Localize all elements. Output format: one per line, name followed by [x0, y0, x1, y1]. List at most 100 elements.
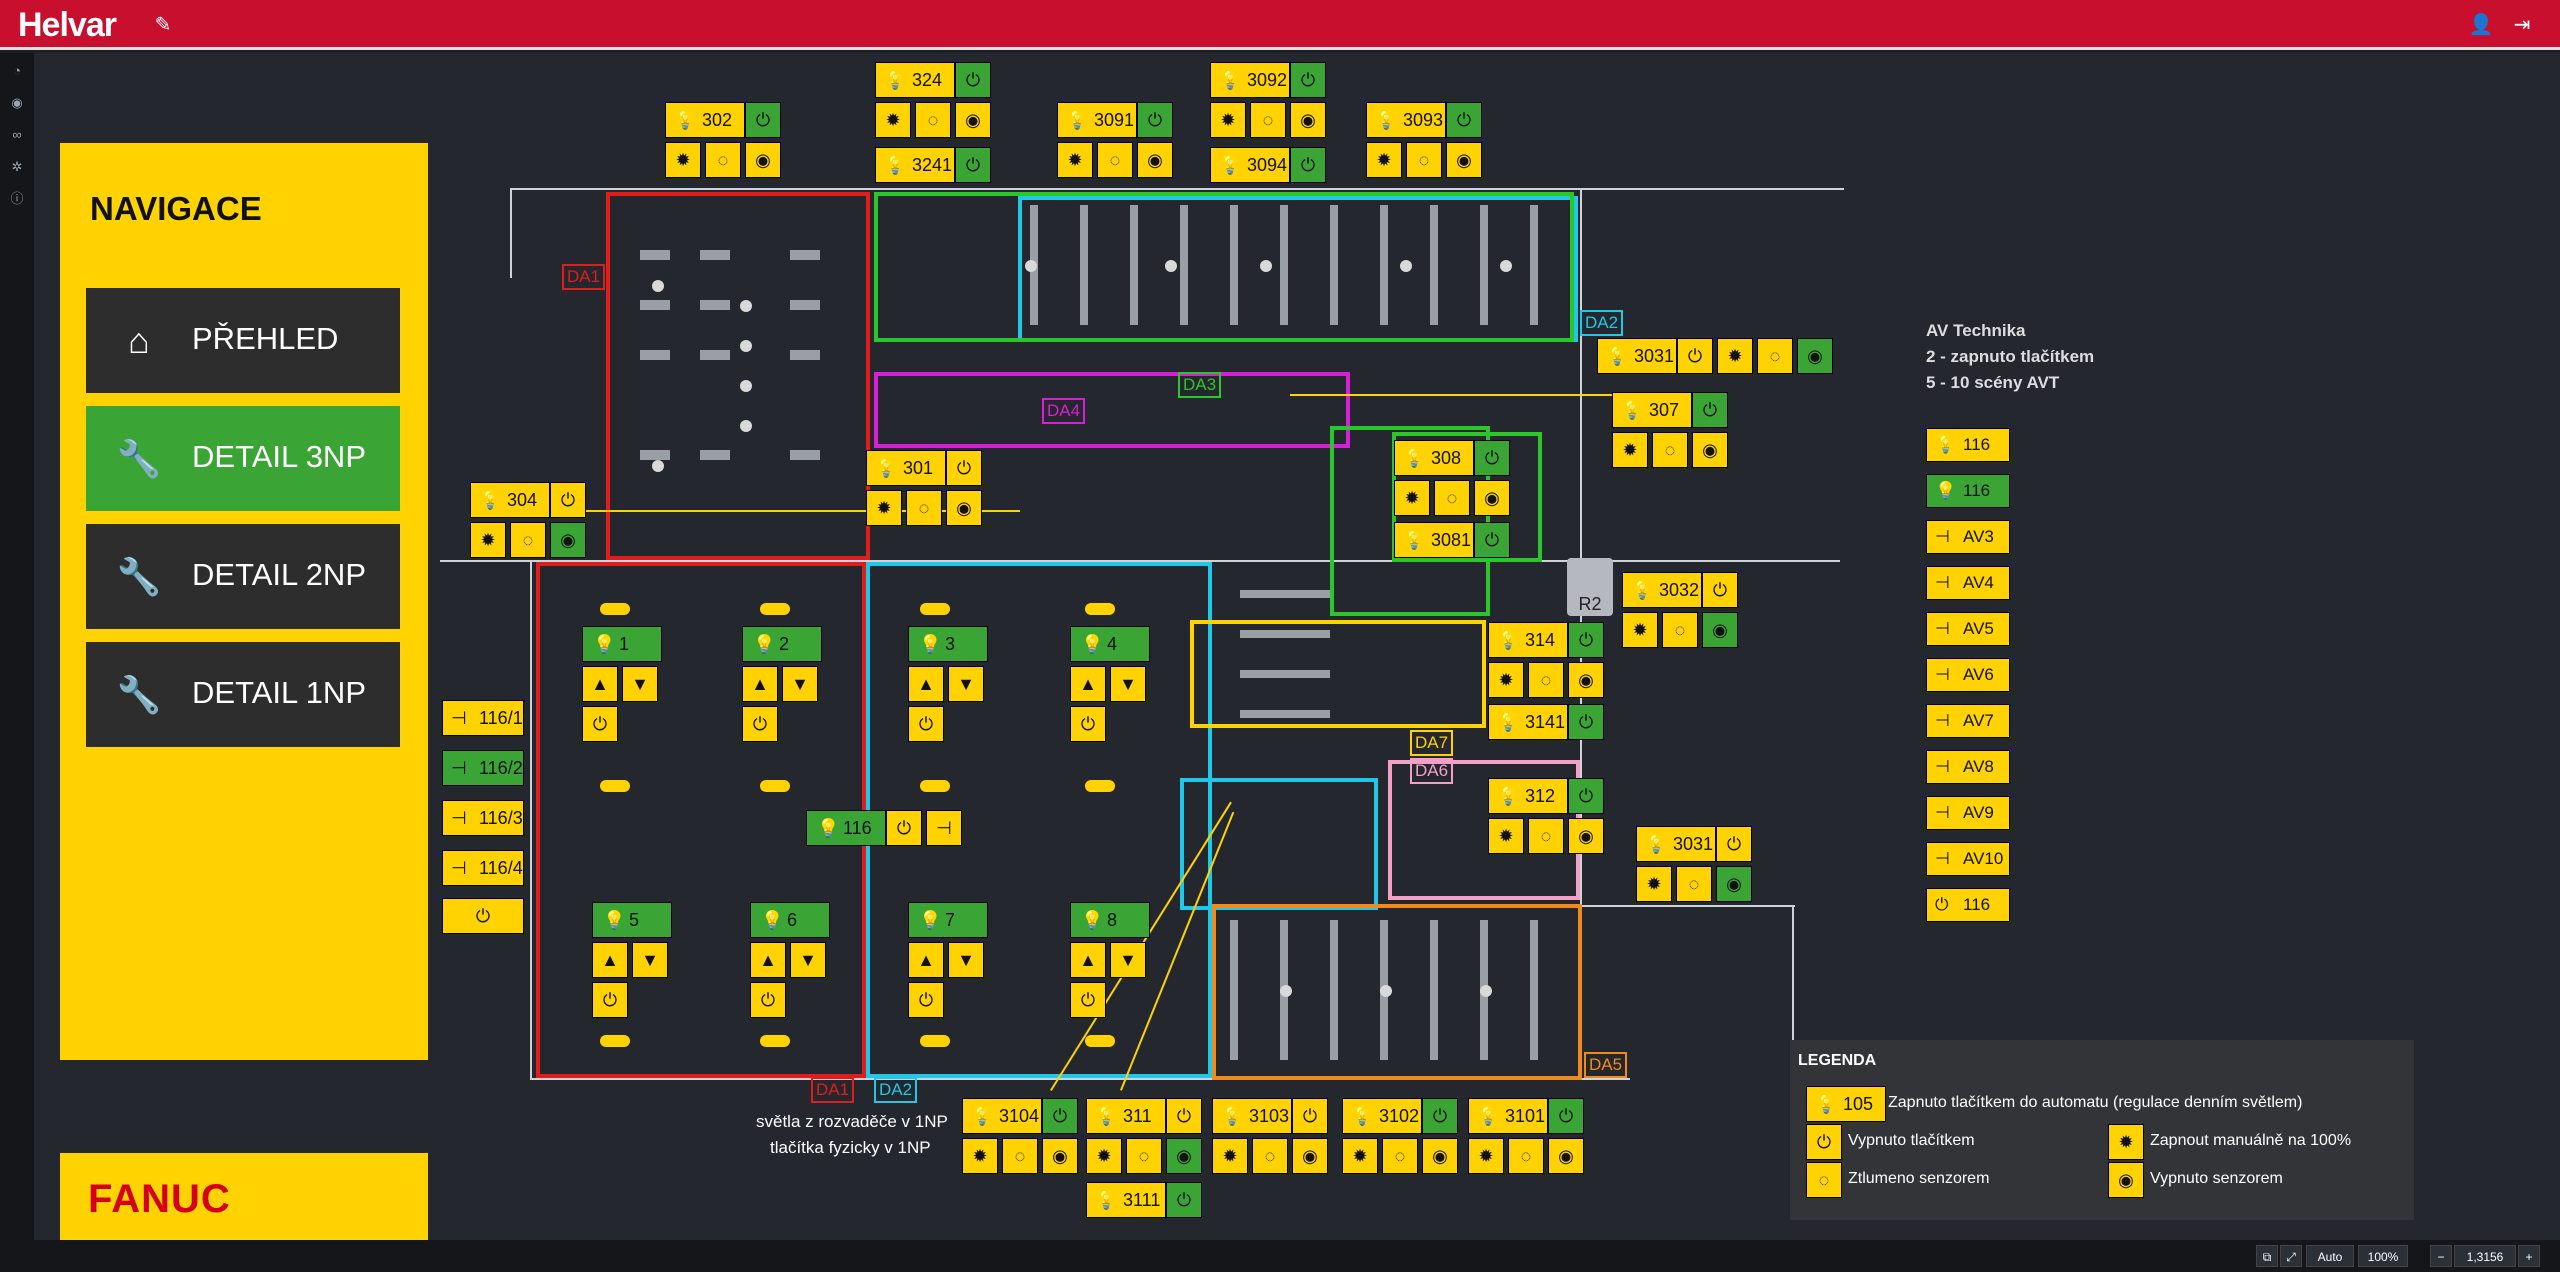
- bulb-manual-icon[interactable]: ✹: [1622, 612, 1658, 648]
- sensor-off-icon[interactable]: ◉: [1137, 142, 1173, 178]
- power-button[interactable]: ⏻: [1070, 982, 1106, 1018]
- control-3111[interactable]: 💡3111: [1086, 1182, 1166, 1218]
- sensor-off-icon[interactable]: ◉: [1548, 1138, 1584, 1174]
- bulb-manual-icon[interactable]: ✹: [1212, 1138, 1248, 1174]
- control-3094[interactable]: 💡3094: [1210, 147, 1290, 183]
- control-3032[interactable]: 💡3032: [1622, 572, 1702, 608]
- nav-detail-2np-button[interactable]: 🔧 DETAIL 2NP: [86, 524, 400, 629]
- zoom-percent[interactable]: 100%: [2358, 1245, 2408, 1267]
- scene-icon[interactable]: ⊣: [926, 810, 962, 846]
- dim-sensor-icon[interactable]: ◌: [1406, 142, 1442, 178]
- power-button[interactable]: ⏻: [1446, 102, 1482, 138]
- bulb-manual-icon[interactable]: ✹: [1488, 818, 1524, 854]
- group-8-button[interactable]: 💡8: [1070, 902, 1150, 938]
- power-button[interactable]: ⏻: [1568, 622, 1604, 658]
- group-2-button[interactable]: 💡2: [742, 626, 822, 662]
- power-button[interactable]: ⏻: [1692, 392, 1728, 428]
- control-304[interactable]: 💡304: [470, 482, 550, 518]
- power-button[interactable]: ⏻: [592, 982, 628, 1018]
- control-3101[interactable]: 💡3101: [1468, 1098, 1548, 1134]
- dim-sensor-icon[interactable]: ◌: [705, 142, 741, 178]
- power-button[interactable]: ⏻: [745, 102, 781, 138]
- control-3103[interactable]: 💡3103: [1212, 1098, 1292, 1134]
- control-3091[interactable]: 💡3091: [1057, 102, 1137, 138]
- bulb-manual-icon[interactable]: ✹: [1057, 142, 1093, 178]
- dim-down-button[interactable]: ▼: [1110, 666, 1146, 702]
- group-6-button[interactable]: 💡6: [750, 902, 830, 938]
- dim-up-button[interactable]: ▲: [750, 942, 786, 978]
- bulb-manual-icon[interactable]: ✹: [1210, 102, 1246, 138]
- sensor-off-icon[interactable]: ◉: [946, 490, 982, 526]
- av-item[interactable]: ⊣AV4: [1926, 566, 2010, 600]
- bulb-manual-icon[interactable]: ✹: [875, 102, 911, 138]
- logout-icon[interactable]: ⇥: [2513, 14, 2531, 36]
- zoom-out-icon[interactable]: −: [2430, 1245, 2452, 1267]
- dim-up-button[interactable]: ▲: [908, 942, 944, 978]
- dim-up-button[interactable]: ▲: [908, 666, 944, 702]
- dashboard-icon[interactable]: ◔: [13, 63, 21, 78]
- power-button[interactable]: ⏻: [955, 62, 991, 98]
- dim-down-button[interactable]: ▼: [632, 942, 668, 978]
- power-button[interactable]: ⏻: [908, 706, 944, 742]
- dim-sensor-icon[interactable]: ◌: [1097, 142, 1133, 178]
- control-3031[interactable]: 💡3031: [1597, 338, 1677, 374]
- dim-down-button[interactable]: ▼: [1110, 942, 1146, 978]
- power-button[interactable]: ⏻: [1568, 778, 1604, 814]
- dim-down-button[interactable]: ▼: [622, 666, 658, 702]
- dim-sensor-icon[interactable]: ◌: [510, 522, 546, 558]
- zoom-mode[interactable]: Auto: [2306, 1245, 2354, 1267]
- power-button[interactable]: ⏻: [1166, 1182, 1202, 1218]
- control-3102[interactable]: 💡3102: [1342, 1098, 1422, 1134]
- bulb-manual-icon[interactable]: ✹: [1717, 338, 1753, 374]
- link-icon[interactable]: ∞: [12, 127, 22, 142]
- bulb-manual-icon[interactable]: ✹: [1468, 1138, 1504, 1174]
- power-button[interactable]: ⏻: [1474, 522, 1510, 558]
- control-301[interactable]: 💡301: [866, 450, 946, 486]
- av-item[interactable]: ⏻116: [1926, 888, 2010, 922]
- group-5-button[interactable]: 💡5: [592, 902, 672, 938]
- power-button[interactable]: ⏻: [1070, 706, 1106, 742]
- control-311[interactable]: 💡311: [1086, 1098, 1166, 1134]
- dim-sensor-icon[interactable]: ◌: [1652, 432, 1688, 468]
- dim-down-button[interactable]: ▼: [782, 666, 818, 702]
- dim-sensor-icon[interactable]: ◌: [1757, 338, 1793, 374]
- av-item[interactable]: ⊣AV3: [1926, 520, 2010, 554]
- bulb-manual-icon[interactable]: ✹: [1342, 1138, 1378, 1174]
- dim-down-button[interactable]: ▼: [948, 666, 984, 702]
- zoom-value[interactable]: 1,3156: [2454, 1245, 2516, 1267]
- group-3-button[interactable]: 💡3: [908, 626, 988, 662]
- r2-switchboard[interactable]: R2: [1567, 558, 1613, 616]
- sensor-off-icon[interactable]: ◉: [1042, 1138, 1078, 1174]
- bulb-manual-icon[interactable]: ✹: [665, 142, 701, 178]
- nav-prehled-button[interactable]: ⌂ PŘEHLED: [86, 288, 400, 393]
- control-3241[interactable]: 💡3241: [875, 147, 955, 183]
- power-button[interactable]: ⏻: [1292, 1098, 1328, 1134]
- dim-down-button[interactable]: ▼: [790, 942, 826, 978]
- power-button[interactable]: ⏻: [1548, 1098, 1584, 1134]
- control-116-3[interactable]: ⊣116/3: [442, 800, 524, 836]
- bulb-manual-icon[interactable]: ✹: [1086, 1138, 1122, 1174]
- control-116-4[interactable]: ⊣116/4: [442, 850, 524, 886]
- dim-down-button[interactable]: ▼: [948, 942, 984, 978]
- sensor-off-icon[interactable]: ◉: [1290, 102, 1326, 138]
- bulb-manual-icon[interactable]: ✹: [866, 490, 902, 526]
- bulb-manual-icon[interactable]: ✹: [1488, 662, 1524, 698]
- sensor-off-icon[interactable]: ◉: [1716, 866, 1752, 902]
- sensor-off-icon[interactable]: ◉: [1474, 480, 1510, 516]
- av-item[interactable]: ⊣AV7: [1926, 704, 2010, 738]
- bulb-manual-icon[interactable]: ✹: [1636, 866, 1672, 902]
- eye-icon[interactable]: ◉: [11, 95, 23, 110]
- control-324[interactable]: 💡324: [875, 62, 955, 98]
- control-3092[interactable]: 💡3092: [1210, 62, 1290, 98]
- power-button[interactable]: ⏻: [442, 898, 524, 934]
- dim-sensor-icon[interactable]: ◌: [1382, 1138, 1418, 1174]
- bulb-manual-icon[interactable]: ✹: [962, 1138, 998, 1174]
- sensor-off-icon[interactable]: ◉: [955, 102, 991, 138]
- window-icon[interactable]: ⧉: [2256, 1245, 2278, 1267]
- control-3093[interactable]: 💡3093: [1366, 102, 1446, 138]
- power-button[interactable]: ⏻: [750, 982, 786, 1018]
- control-312[interactable]: 💡312: [1488, 778, 1568, 814]
- dim-sensor-icon[interactable]: ◌: [906, 490, 942, 526]
- sensor-off-icon[interactable]: ◉: [550, 522, 586, 558]
- user-icon[interactable]: 👤: [2468, 14, 2494, 36]
